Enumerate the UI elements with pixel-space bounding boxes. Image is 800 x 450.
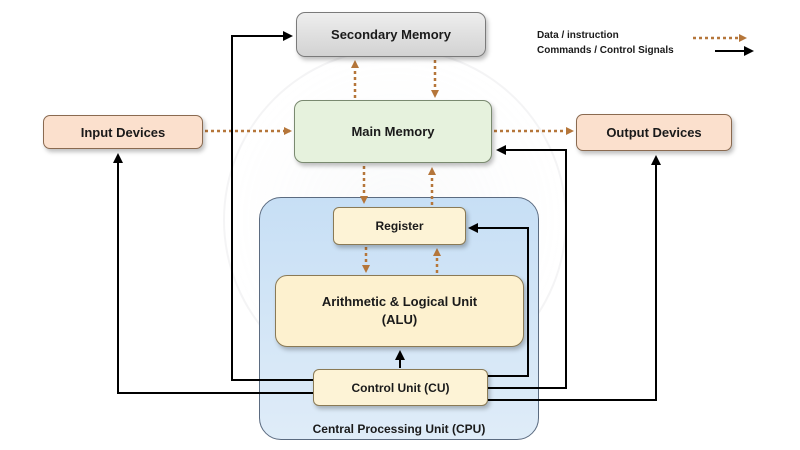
command-arrow-cu-to-secondary xyxy=(231,31,313,381)
control-unit-box: Control Unit (CU) xyxy=(313,369,488,406)
control-unit-label: Control Unit (CU) xyxy=(351,380,450,395)
legend-data-label: Data / instruction xyxy=(537,30,619,41)
alu-box: Arithmetic & Logical Unit (ALU) xyxy=(275,275,524,347)
main-memory-box: Main Memory xyxy=(294,100,492,163)
command-arrow-cu-to-main xyxy=(488,145,567,389)
register-box: Register xyxy=(333,207,466,245)
command-arrow-cu-to-register xyxy=(468,223,529,377)
register-label: Register xyxy=(375,219,424,233)
alu-label-line2: (ALU) xyxy=(381,312,418,327)
input-devices-box: Input Devices xyxy=(43,115,203,149)
input-devices-label: Input Devices xyxy=(80,124,166,140)
main-memory-label: Main Memory xyxy=(351,124,435,139)
output-devices-box: Output Devices xyxy=(576,114,732,151)
command-arrow-cu-to-input xyxy=(113,153,313,394)
secondary-memory-box: Secondary Memory xyxy=(296,12,486,57)
secondary-memory-label: Secondary Memory xyxy=(331,27,451,42)
cpu-label: Central Processing Unit (CPU) xyxy=(312,422,486,436)
output-devices-label: Output Devices xyxy=(606,125,702,140)
alu-label-line1: Arithmetic & Logical Unit xyxy=(321,294,478,309)
legend-command-label: Commands / Control Signals xyxy=(537,45,674,56)
command-arrow-cu-to-output xyxy=(488,155,661,401)
